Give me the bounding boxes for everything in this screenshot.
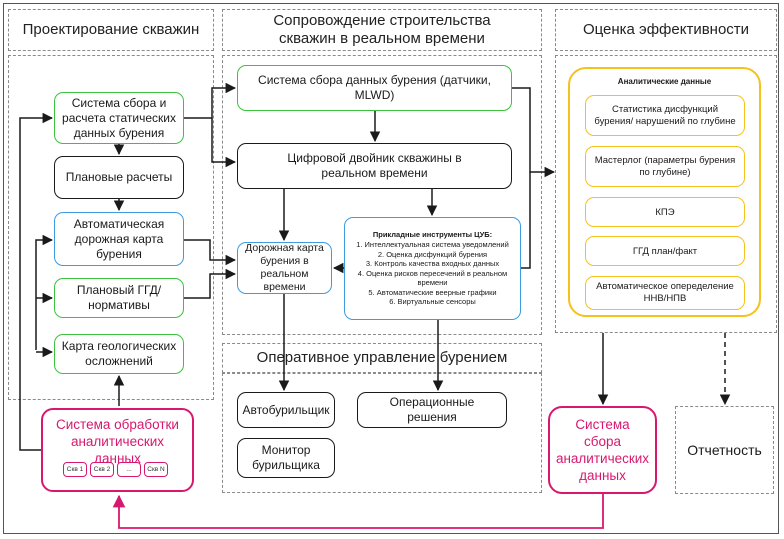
arrow-loop-to-automap: [35, 234, 54, 350]
arrow-analytics-to-left-loop: [19, 112, 54, 451]
analytics-collection-box: Система сбора аналитических данных: [548, 406, 657, 494]
arrow-collection-to-processing: [112, 494, 604, 529]
analytics-processing-box: Система обработки аналитических данных: [41, 408, 194, 492]
reporting-box: Отчетность: [675, 406, 774, 494]
support-title: Сопровождение строительства скважин в ре…: [222, 9, 542, 51]
well-n: Скв N: [144, 462, 168, 477]
well-2: Скв 2: [90, 462, 114, 477]
arrow-data-to-analytics: [512, 87, 556, 178]
operational-decisions-box: Операционные решения: [357, 392, 507, 428]
realtime-map-box: Дорожная карта бурения в реальном времен…: [237, 242, 332, 294]
autodriller-box: Автобурильщик: [237, 392, 335, 428]
design-title: Проектирование скважин: [8, 9, 214, 51]
auto-nnv-box: Автоматическое опеределение ННВ/НПВ: [585, 276, 745, 310]
well-ellipsis: ...: [117, 462, 141, 477]
auto-map-box: Автоматическая дорожная карта бурения: [54, 212, 184, 266]
dysfunction-stats-box: Статистика дисфункций бурения/ нарушений…: [585, 95, 745, 136]
arrow-static-to-drilling-data: [184, 82, 237, 119]
masterlog-box: Мастерлог (параметры бурения по глубине): [585, 146, 745, 187]
diagram-frame: [3, 3, 779, 534]
tool-item-1: 1. Интеллектуальная система уведомлений: [356, 240, 509, 250]
analytics-data-title: Аналитические данные: [617, 77, 712, 86]
kpi-box: КПЭ: [585, 197, 745, 227]
digital-twin-box: Цифровой двойник скважины в реальном вре…: [237, 143, 512, 189]
tools-title: Прикладные инструменты ЦУБ:: [372, 230, 493, 240]
tool-item-3: 3. Контроль качества входных данных: [365, 259, 500, 269]
planned-ggd-box: Плановый ГГД/ нормативы: [54, 278, 184, 318]
support-panel: [222, 55, 542, 335]
geo-map-box: Карта геологических осложнений: [54, 334, 184, 374]
efficiency-panel: [555, 55, 777, 333]
reporting-label: Отчетность: [687, 442, 762, 458]
operational-title: Оперативное управление бурением: [222, 343, 542, 373]
tools-box: Прикладные инструменты ЦУБ: 1. Интеллект…: [344, 217, 521, 320]
ggd-plan-fact-box: ГГД план/факт: [585, 236, 745, 266]
arrow-static-to-twin: [211, 118, 237, 168]
driller-monitor-box: Монитор бурильщика: [237, 438, 335, 478]
efficiency-title: Оценка эффективности: [555, 9, 777, 51]
design-panel: [8, 55, 214, 400]
static-data-box: Система сбора и расчета статических данн…: [54, 92, 184, 144]
arrow-automap-to-realtime: [184, 239, 237, 266]
well-1: Скв 1: [63, 462, 87, 477]
arrow-tools-to-analytics: [521, 172, 531, 269]
drilling-data-box: Система сбора данных бурения (датчики, M…: [237, 65, 512, 111]
tool-item-5: 5. Автоматические веерные графики: [368, 287, 497, 297]
tool-item-4: 4. Оценка рисков пересечений в реальном …: [357, 268, 508, 288]
planned-calc-box: Плановые расчеты: [54, 156, 184, 199]
tool-item-2: 2. Оценка дисфункций бурения: [377, 249, 488, 259]
tool-item-6: 6. Виртуальные сенсоры: [389, 297, 476, 307]
operational-panel: [222, 373, 542, 493]
arrow-ggd-to-realtime: [184, 268, 237, 299]
